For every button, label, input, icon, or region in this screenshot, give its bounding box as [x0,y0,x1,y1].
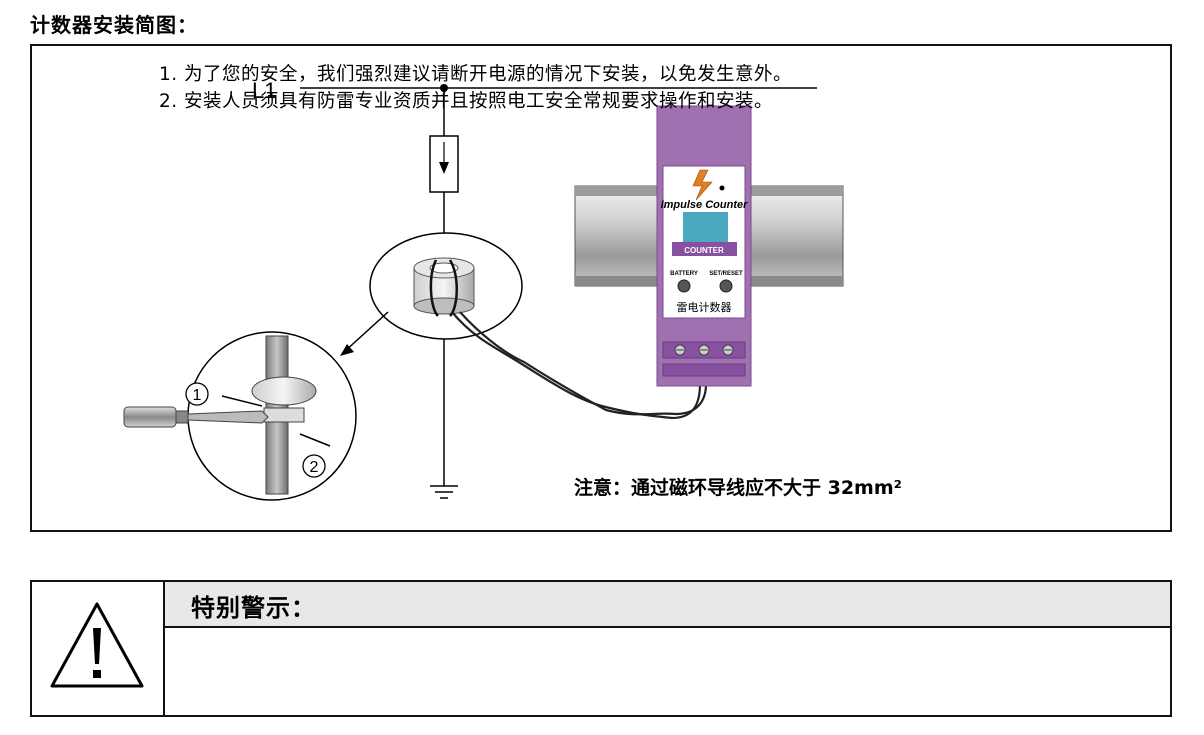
arrow-down-icon [439,162,449,174]
step-1-marker [185,382,209,406]
step-1-label: 1 [193,387,202,404]
setreset-label: SET/RESET [709,271,743,277]
impulse-counter-device [656,105,752,387]
warning-panel: 特别警示： [30,580,1172,717]
warning-line-1: 1. 为了您的安全，我们强烈建议请断开电源的情况下安装，以免发生意外。 [159,64,793,85]
setreset-button[interactable] [719,279,733,293]
screwdriver-icon [123,406,269,428]
wire-size-note: 注意：通过磁环导线应不大于 32mm² [574,476,902,499]
warning-icon-cell [32,582,165,715]
ground-symbol-icon [430,485,458,499]
twisted-lead-2 [459,311,708,416]
lightning-logo-icon [692,169,713,201]
page-title: 计数器安装简图： [30,13,198,37]
step-2-label: 2 [310,459,319,476]
magnetic-ring-icon [413,257,475,317]
warning-list: 1. 为了您的安全，我们强烈建议请断开电源的情况下安装，以免发生意外。 2. 安… [159,61,792,115]
warning-line-2: 2. 安装人员须具有防雷专业资质并且按照电工安全常规要求操作和安装。 [159,91,774,112]
install-detail [251,335,317,495]
step-2-marker [302,454,326,478]
callout-arrowhead-icon [340,344,354,356]
installation-diagram: L1 [30,44,1172,532]
callout-arrow [343,311,389,353]
device-brand-text: Impulse Counter [661,199,749,211]
battery-indicator [677,279,691,293]
battery-label: BATTERY [670,271,698,277]
device-name-label: 雷电计数器 [677,301,732,314]
counter-display-label: COUNTER [684,246,724,255]
warning-triangle-icon [50,602,144,688]
warning-header: 特别警示： [165,582,1170,628]
pointer-2 [299,433,331,447]
warning-title: 特别警示： [191,594,316,622]
terminal-screws [674,344,734,356]
pointer-1 [221,395,263,407]
line-label: L1 [252,78,276,103]
